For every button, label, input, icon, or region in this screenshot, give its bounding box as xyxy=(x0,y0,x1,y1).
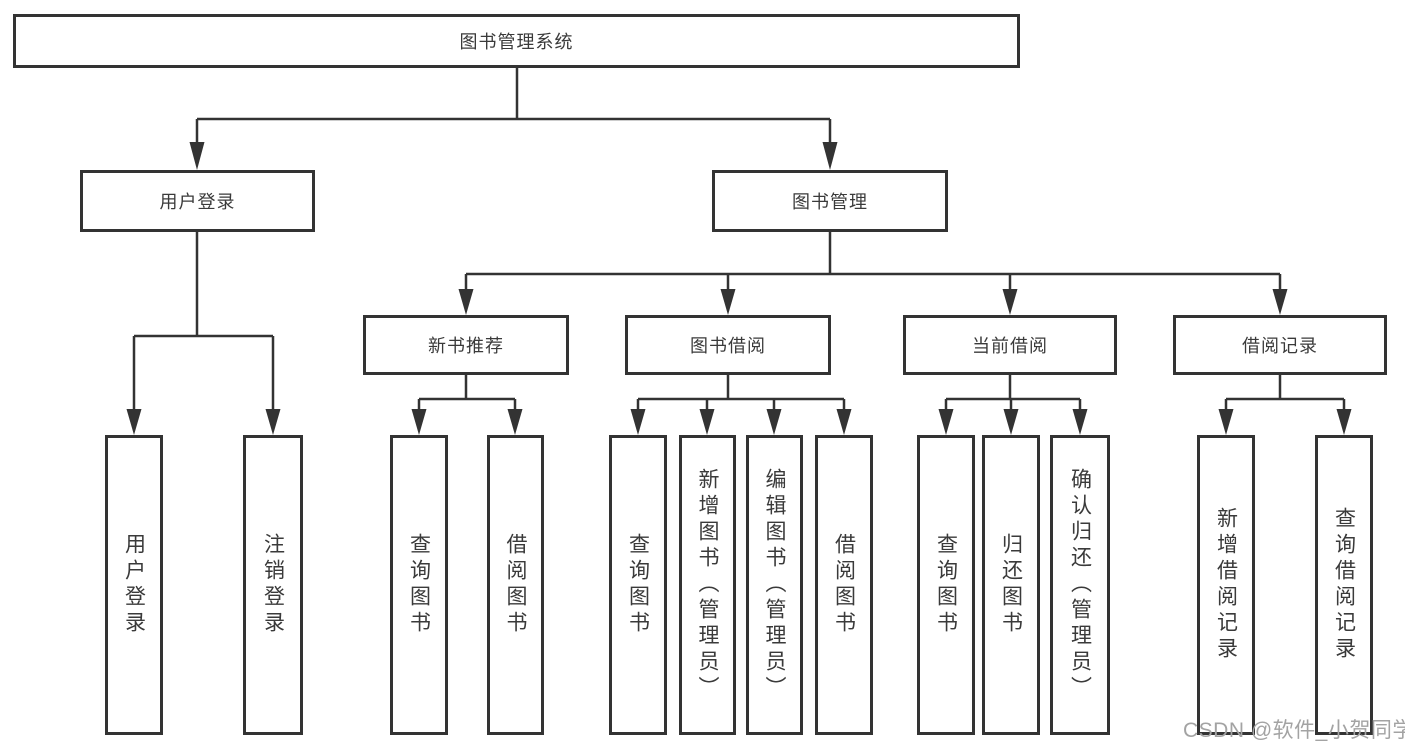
leaf-query-books-borrow: 查询图书 xyxy=(609,435,667,735)
node-label: 编辑图书（管理员） xyxy=(763,468,787,702)
arrow-down-icon xyxy=(1072,409,1088,435)
node-borrowing-records: 借阅记录 xyxy=(1173,315,1387,375)
node-label: 借阅图书 xyxy=(832,533,856,637)
arrow-down-icon xyxy=(458,289,474,315)
node-label: 新增借阅记录 xyxy=(1214,507,1238,663)
leaf-logout: 注销登录 xyxy=(243,435,303,735)
arrow-down-icon xyxy=(630,409,646,435)
node-label: 用户登录 xyxy=(159,192,236,212)
arrow-down-icon xyxy=(720,289,736,315)
leaf-return-books: 归还图书 xyxy=(982,435,1040,735)
arrow-down-icon xyxy=(1336,409,1352,435)
arrow-down-icon xyxy=(766,409,782,435)
node-label: 注销登录 xyxy=(261,533,285,637)
leaf-borrow-books: 借阅图书 xyxy=(815,435,873,735)
leaf-query-books-recommend: 查询图书 xyxy=(390,435,448,735)
leaf-query-borrow-record: 查询借阅记录 xyxy=(1315,435,1373,735)
leaf-edit-books-admin: 编辑图书（管理员） xyxy=(746,435,803,735)
node-label: 查询图书 xyxy=(626,533,650,637)
node-label: 借阅图书 xyxy=(504,533,528,637)
arrow-down-icon xyxy=(265,409,281,435)
arrow-down-icon xyxy=(822,142,838,170)
arrow-down-icon xyxy=(189,142,205,170)
node-user-login: 用户登录 xyxy=(80,170,315,232)
arrow-down-icon xyxy=(1003,409,1019,435)
leaf-add-books-admin: 新增图书（管理员） xyxy=(679,435,736,735)
node-current-borrowing: 当前借阅 xyxy=(903,315,1117,375)
node-label: 确认归还（管理员） xyxy=(1068,468,1092,702)
node-label: 借阅记录 xyxy=(1242,336,1318,356)
node-book-borrowing: 图书借阅 xyxy=(625,315,831,375)
leaf-borrow-books-recommend: 借阅图书 xyxy=(487,435,544,735)
arrow-down-icon xyxy=(126,409,142,435)
arrow-down-icon xyxy=(699,409,715,435)
node-label: 归还图书 xyxy=(999,533,1023,637)
arrow-down-icon xyxy=(836,409,852,435)
leaf-user-login: 用户登录 xyxy=(105,435,163,735)
leaf-add-borrow-record: 新增借阅记录 xyxy=(1197,435,1255,735)
arrow-down-icon xyxy=(1002,289,1018,315)
node-label: 图书借阅 xyxy=(690,336,766,356)
node-label: 新书推荐 xyxy=(428,336,504,356)
arrow-down-icon xyxy=(938,409,954,435)
node-new-book-recommend: 新书推荐 xyxy=(363,315,569,375)
arrow-down-icon xyxy=(507,409,523,435)
node-label: 查询图书 xyxy=(934,533,958,637)
node-label: 用户登录 xyxy=(122,533,146,637)
leaf-query-books-current: 查询图书 xyxy=(917,435,975,735)
arrow-down-icon xyxy=(411,409,427,435)
node-label: 新增图书（管理员） xyxy=(696,468,720,702)
node-book-management: 图书管理 xyxy=(712,170,948,232)
node-label: 查询图书 xyxy=(407,533,431,637)
node-label: 图书管理系统 xyxy=(459,32,574,52)
arrow-down-icon xyxy=(1218,409,1234,435)
node-label: 图书管理 xyxy=(792,192,868,212)
node-library-management-system: 图书管理系统 xyxy=(13,14,1020,68)
tree-connector-lines xyxy=(132,65,1346,413)
node-label: 查询借阅记录 xyxy=(1332,507,1356,663)
leaf-confirm-return-admin: 确认归还（管理员） xyxy=(1050,435,1110,735)
arrow-down-icon xyxy=(1272,289,1288,315)
node-label: 当前借阅 xyxy=(972,336,1048,356)
watermark: CSDN @软件_小贺同学 xyxy=(1183,719,1405,742)
